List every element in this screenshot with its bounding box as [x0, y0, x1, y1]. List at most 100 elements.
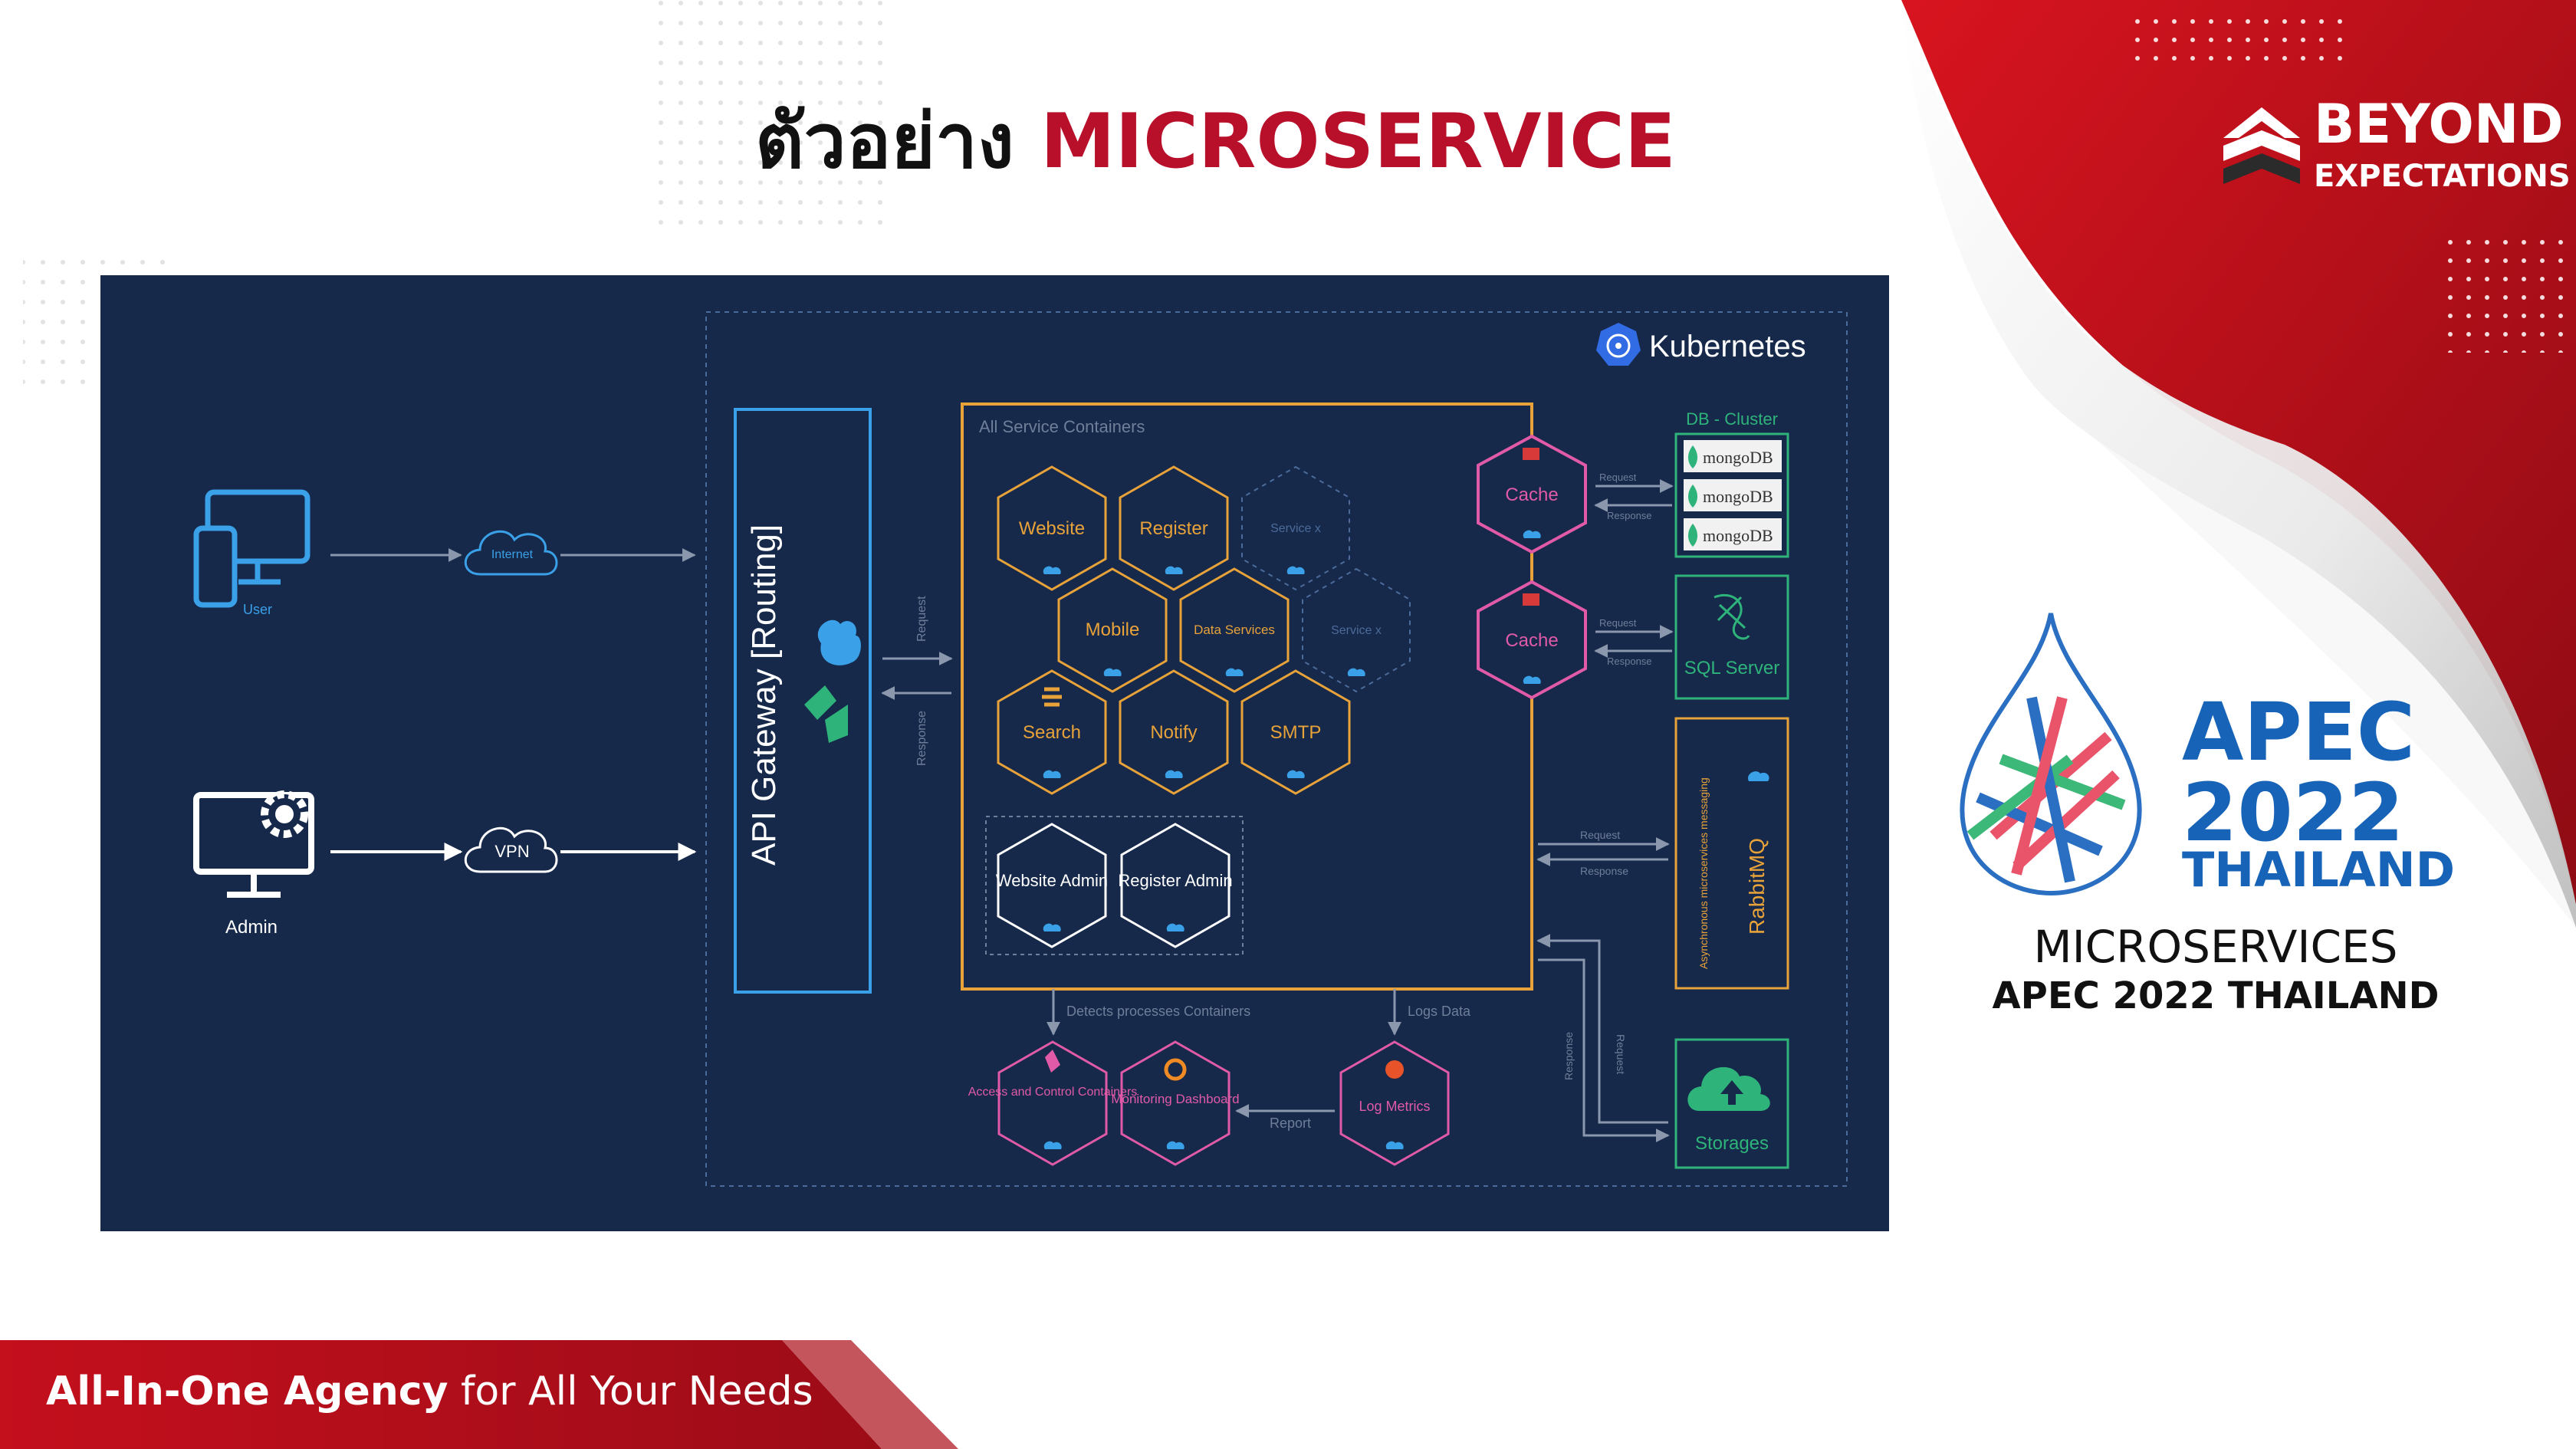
monitoring-dashboard-node: Monitoring Dashboard [1111, 1040, 1240, 1166]
storages-label: Storages [1695, 1133, 1769, 1154]
redis-icon [1523, 593, 1539, 606]
docker-icon [1523, 530, 1541, 538]
db-cluster-label: DB - Cluster [1686, 409, 1778, 429]
docker-icon [1165, 566, 1183, 574]
api-gateway-box [734, 408, 872, 994]
mongodb-node-1: mongoDB [1684, 440, 1782, 472]
docker-icon [1166, 1141, 1184, 1149]
vpn-cloud-icon [464, 826, 558, 873]
storages-box [1674, 1038, 1789, 1169]
internet-cloud-icon [464, 530, 558, 576]
service-website-admin: Website Admin [996, 823, 1108, 948]
service-x-2-label: Service x [1331, 624, 1382, 637]
service-notify-label: Notify [1150, 722, 1197, 743]
docker-icon [817, 619, 861, 665]
user-label: User [243, 602, 272, 617]
docker-icon [1385, 1141, 1404, 1149]
brand-logo-icon [2223, 107, 2300, 184]
request-label: Request [1580, 829, 1620, 841]
service-smtp: SMTP [1240, 669, 1351, 795]
mongodb-node-3: mongoDB [1684, 518, 1782, 550]
api-gateway-label: API Gateway [Routing] [745, 524, 783, 866]
service-website: Website [997, 465, 1107, 591]
mongodb-leaf-icon [1688, 524, 1697, 547]
service-notify: Notify [1119, 669, 1229, 795]
docker-icon [1286, 770, 1305, 778]
log-metrics-node: Log Metrics [1339, 1040, 1450, 1166]
admin-services-box [985, 816, 1244, 955]
service-search: Search [997, 669, 1107, 795]
service-smtp-label: SMTP [1270, 722, 1322, 743]
tagline-rest: for All Your Needs [448, 1368, 813, 1414]
message-queue-box [1674, 717, 1789, 990]
gear-icon [261, 790, 308, 838]
docker-icon [1747, 771, 1769, 781]
sql-server-label: SQL Server [1684, 658, 1780, 678]
request-label: Request [1599, 617, 1637, 629]
internet-label: Internet [491, 548, 534, 561]
docker-icon [1043, 770, 1061, 778]
mongodb-leaf-icon [1688, 485, 1697, 508]
db-cluster-box [1674, 432, 1789, 558]
message-queue-label: Asynchronous microservices messaging [1697, 777, 1710, 969]
diagram-background [100, 275, 1889, 1231]
vpn-label: VPN [495, 842, 529, 861]
service-x-1: Service x [1241, 465, 1350, 591]
service-website-admin-label: Website Admin [996, 871, 1108, 890]
search-engine-icon [1042, 687, 1062, 707]
logs-data-label: Logs Data [1408, 1004, 1471, 1019]
slide-title: ตัวอย่าง MICROSERVICE [755, 88, 1676, 196]
service-mobile-label: Mobile [1086, 619, 1140, 640]
cache-node-1: Cache [1477, 434, 1587, 554]
request-label: Request [1599, 472, 1637, 483]
apec-logo-icon [1960, 613, 2142, 896]
admin-label: Admin [225, 917, 278, 938]
detects-label: Detects processes Containers [1066, 1004, 1250, 1019]
admin-computer-icon [193, 792, 314, 898]
report-label: Report [1270, 1116, 1311, 1131]
mongodb-label: mongoDB [1703, 448, 1773, 467]
cache-2-label: Cache [1505, 630, 1558, 651]
mongodb-label: mongoDB [1703, 487, 1773, 506]
docker-icon [1347, 668, 1365, 676]
service-website-label: Website [1019, 518, 1085, 539]
tagline-bold: All-In-One Agency [46, 1368, 449, 1414]
cloud-upload-icon [1687, 1066, 1770, 1111]
kubernetes-icon [1596, 323, 1641, 366]
service-data-services-label: Data Services [1194, 623, 1275, 637]
redis-icon [1523, 448, 1539, 460]
service-x-2: Service x [1302, 567, 1411, 693]
service-mobile: Mobile [1057, 567, 1168, 693]
apec-country: THAILAND [2182, 842, 2456, 898]
brand-name: BEYOND [2314, 93, 2564, 156]
brand-subtitle: EXPECTATIONS [2314, 159, 2571, 194]
prometheus-icon [1385, 1060, 1404, 1079]
docker-icon [1043, 923, 1061, 932]
user-device-icon [193, 489, 310, 608]
request-label: Request [915, 596, 928, 642]
service-register: Register [1119, 465, 1229, 591]
request-label: Request [1615, 1034, 1627, 1074]
response-label: Response [1562, 1032, 1575, 1080]
service-register-admin: Register Admin [1118, 823, 1233, 948]
mongodb-leaf-icon [1688, 445, 1697, 468]
service-register-label: Register [1139, 518, 1208, 539]
docker-icon [1225, 668, 1244, 676]
title-prefix: ตัวอย่าง [755, 98, 1014, 186]
footer-tagline: All-In-One Agency for All Your Needs [46, 1365, 813, 1418]
sql-server-box [1674, 574, 1789, 700]
mongodb-label: mongoDB [1703, 526, 1773, 545]
docker-icon [1043, 566, 1061, 574]
service-register-admin-label: Register Admin [1118, 871, 1232, 890]
cache-1-label: Cache [1505, 485, 1558, 505]
monitoring-label: Monitoring Dashboard [1111, 1092, 1239, 1106]
mongodb-node-2: mongoDB [1684, 479, 1782, 511]
access-control-icon [1045, 1050, 1060, 1073]
service-x-1-label: Service x [1270, 522, 1321, 535]
docker-icon [1165, 770, 1183, 778]
access-control-label: Access and Control Containers [968, 1086, 1138, 1099]
cache-node-2: Cache [1477, 580, 1587, 700]
grafana-icon [1164, 1058, 1187, 1081]
microservice-diagram: Kubernetes User Internet Admin VPN API G… [100, 275, 1889, 1231]
